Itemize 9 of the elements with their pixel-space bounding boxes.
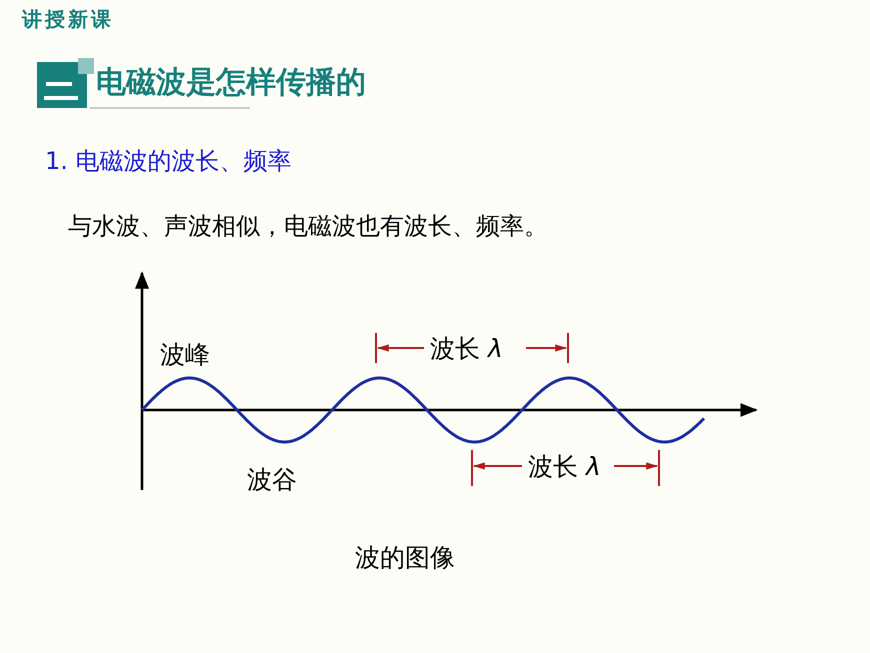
subheading: 1. 电磁波的波长、频率 (45, 148, 292, 176)
wavelength-label: 波长 λ (430, 335, 503, 364)
intro-text: 与水波、声波相似，电磁波也有波长、频率。 (68, 213, 548, 241)
slide-title: 电磁波是怎样传播的 (96, 66, 366, 100)
section-header: 讲授新课 (22, 8, 114, 31)
crest-label: 波峰 (160, 341, 210, 370)
trough-label: 波谷 (247, 466, 297, 495)
wavelength-label: 波长 λ (528, 453, 601, 482)
figure-caption: 波的图像 (355, 544, 455, 573)
